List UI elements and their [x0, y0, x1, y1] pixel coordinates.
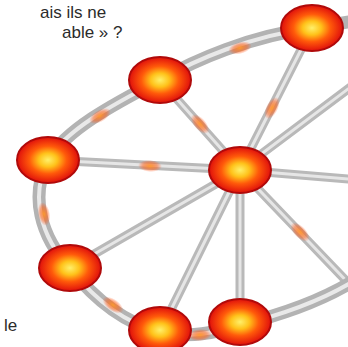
outer-ring: [39, 20, 348, 335]
caption-fragment: able » ?: [62, 23, 123, 43]
network-nodes: [17, 5, 343, 347]
caption-fragment: ais ils ne: [40, 3, 106, 23]
signal-glows: [36, 39, 313, 342]
caption-fragment: le: [4, 316, 17, 336]
